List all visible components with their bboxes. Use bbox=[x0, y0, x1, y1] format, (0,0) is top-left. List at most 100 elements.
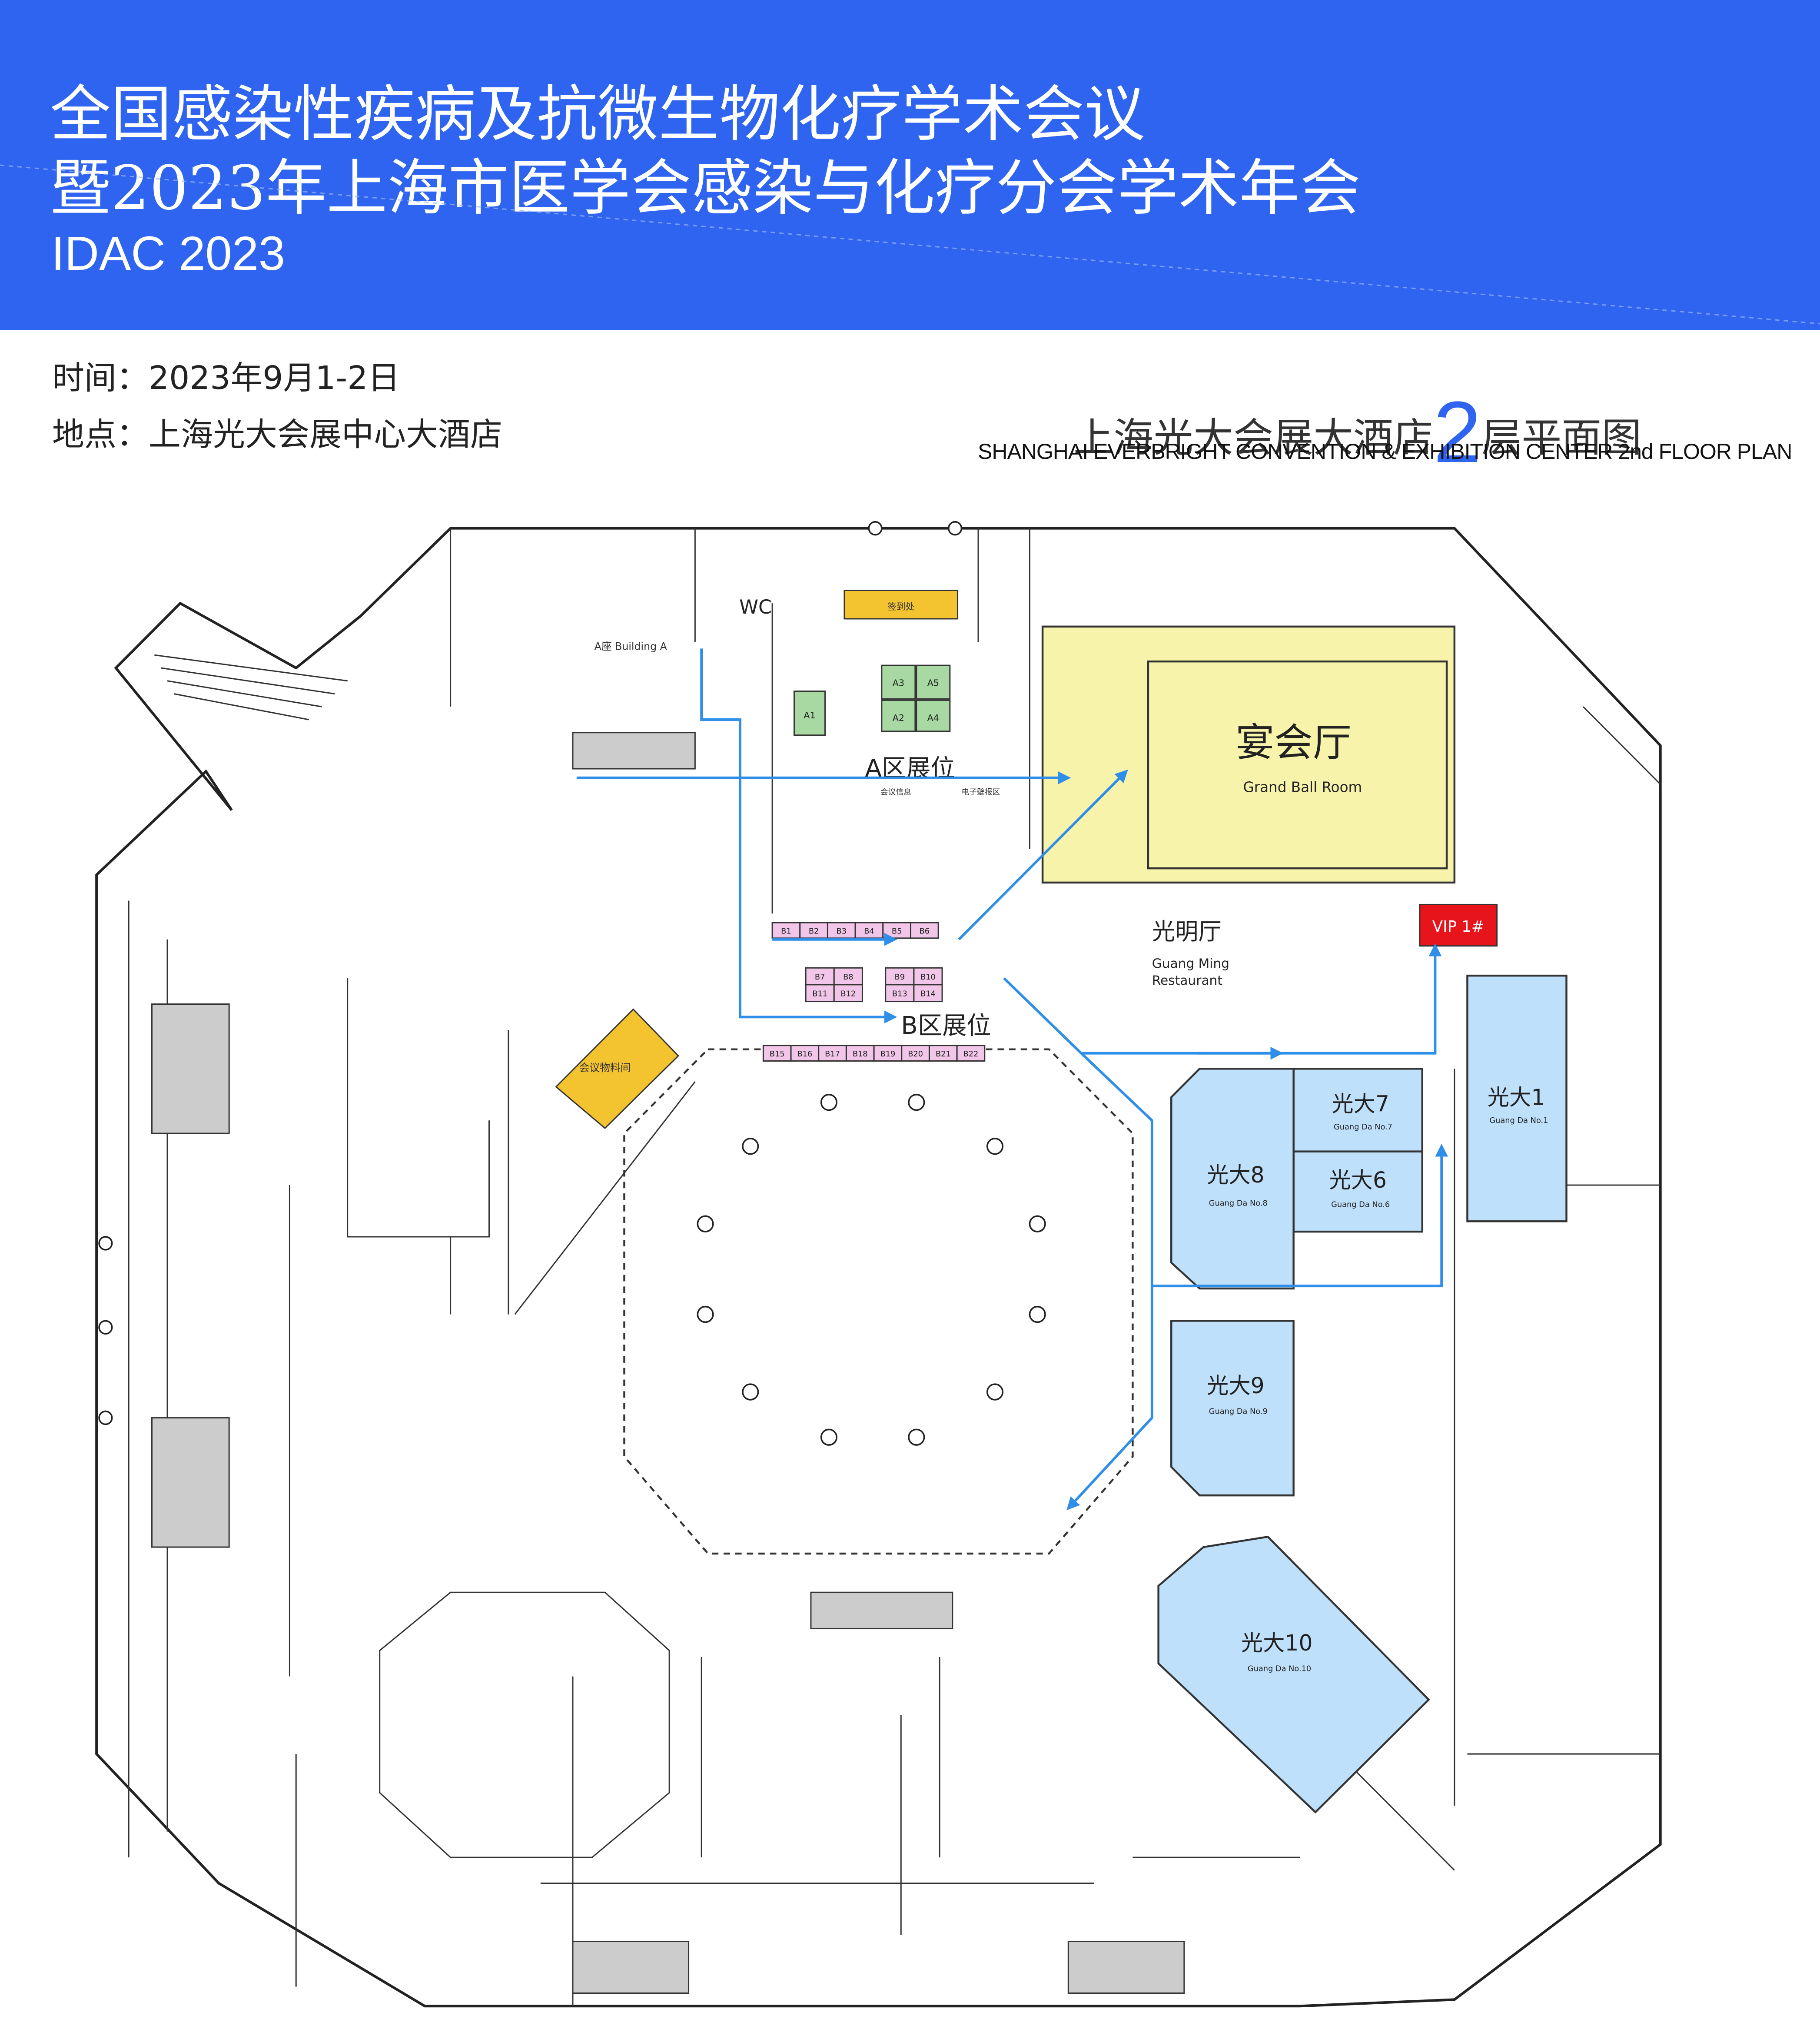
stair-block-south2 bbox=[1067, 1941, 1185, 1994]
booth-b22-label: B22 bbox=[963, 1049, 979, 1059]
structure-lines-west bbox=[128, 900, 696, 1987]
event-time: 时间：2023年9月1-2日 bbox=[52, 352, 400, 398]
column-circle bbox=[697, 1305, 714, 1323]
booth-b14 bbox=[913, 984, 943, 1003]
header-divider-line bbox=[0, 164, 1820, 325]
ballroom-label-en: Grand Ball Room bbox=[1243, 779, 1362, 796]
stair-block-west2 bbox=[151, 1417, 230, 1548]
storage-label: 会议物料间 bbox=[579, 1062, 631, 1074]
booth-b4 bbox=[854, 922, 884, 939]
column-circle bbox=[908, 1094, 925, 1111]
a-zone-sub-left: 会议信息 bbox=[880, 788, 911, 797]
gd6-label-cn: 光大6 bbox=[1329, 1167, 1387, 1193]
booth-a1 bbox=[793, 691, 826, 736]
stair-block-west bbox=[151, 1003, 230, 1134]
booth-b22 bbox=[956, 1045, 986, 1062]
stair-block-south1 bbox=[572, 1941, 690, 1994]
column-circle bbox=[98, 1320, 113, 1335]
vip-label: VIP 1# bbox=[1432, 918, 1485, 936]
material-storage-room bbox=[555, 1008, 679, 1129]
booth-b10-label: B10 bbox=[920, 973, 936, 982]
gd1-label-en: Guang Da No.1 bbox=[1489, 1116, 1548, 1125]
gd1-label-cn: 光大1 bbox=[1488, 1084, 1545, 1110]
building-outline bbox=[95, 527, 1662, 2008]
gd9-label-cn: 光大9 bbox=[1207, 1373, 1265, 1398]
structure-lines-east bbox=[1299, 706, 1661, 1871]
booth-b21-label: B21 bbox=[936, 1049, 951, 1059]
booth-b1-label: B1 bbox=[781, 926, 791, 936]
guangming-label-en1: Guang Ming bbox=[1152, 956, 1229, 971]
booth-b20-label: B20 bbox=[908, 1049, 923, 1059]
booth-b6-label: B6 bbox=[920, 926, 930, 936]
column-circle bbox=[986, 1138, 1004, 1155]
route-arrow-to-ballroom-diag bbox=[958, 769, 1128, 940]
route-arrow-south bbox=[1066, 1052, 1153, 1511]
time-label: 时间： bbox=[52, 359, 149, 397]
booth-b7-label: B7 bbox=[815, 973, 825, 982]
booth-b13 bbox=[885, 984, 915, 1003]
booth-b8-label: B8 bbox=[843, 973, 853, 982]
room-guangda-1 bbox=[1466, 974, 1568, 1222]
booth-b2-label: B2 bbox=[809, 926, 819, 936]
gd7-label-cn: 光大7 bbox=[1332, 1091, 1389, 1116]
column-circle bbox=[1029, 1305, 1046, 1323]
event-place: 地点：上海光大会展中心大酒店 bbox=[52, 408, 502, 455]
gd9-label-en: Guang Da No.9 bbox=[1209, 1407, 1268, 1416]
route-arrow-west-down bbox=[700, 648, 897, 1024]
signin-label: 签到处 bbox=[887, 601, 914, 612]
a-zone-sub-right: 电子壁报区 bbox=[961, 788, 1000, 797]
structure-lines-south bbox=[540, 1657, 1300, 2006]
gd6-label-en: Guang Da No.6 bbox=[1331, 1200, 1390, 1209]
floor-number: 2 bbox=[1433, 384, 1482, 481]
booth-b16-label: B16 bbox=[797, 1049, 812, 1059]
floor-plan-title: 上海光大会展大酒店2层平面图 bbox=[1073, 382, 1641, 482]
room-guangda-9 bbox=[1170, 1320, 1295, 1497]
escalator-south bbox=[810, 1591, 953, 1630]
conference-code: IDAC 2023 bbox=[51, 227, 286, 280]
booth-b15-label: B15 bbox=[770, 1049, 785, 1059]
booth-a4 bbox=[916, 699, 951, 732]
booth-b4-label: B4 bbox=[864, 926, 874, 936]
booth-b14-label: B14 bbox=[920, 990, 936, 999]
booth-b12-label: B12 bbox=[840, 990, 856, 999]
structure-lines-north bbox=[450, 528, 1455, 914]
place-label: 地点： bbox=[52, 416, 149, 453]
floor-plan-subtitle: SHANGHAI EVERBRIGHT CONVENTION & EXHIBIT… bbox=[978, 439, 1792, 464]
gd8-label-en: Guang Da No.8 bbox=[1209, 1199, 1268, 1208]
booth-b20 bbox=[901, 1045, 930, 1062]
booth-b10 bbox=[913, 967, 943, 986]
booth-b12 bbox=[833, 984, 863, 1003]
booth-b6 bbox=[910, 922, 939, 939]
booth-a3-label: A3 bbox=[893, 678, 904, 688]
column-circle bbox=[908, 1428, 925, 1446]
gd10-label-cn: 光大10 bbox=[1241, 1630, 1313, 1656]
time-value: 2023年9月1-2日 bbox=[149, 359, 400, 397]
column-circle bbox=[986, 1383, 1004, 1401]
booth-a2 bbox=[881, 699, 916, 732]
booth-a4-label: A4 bbox=[927, 713, 939, 723]
column-circle bbox=[820, 1428, 837, 1446]
booth-a2-label: A2 bbox=[893, 713, 904, 723]
escalator-north bbox=[572, 732, 696, 770]
atrium-octagon bbox=[623, 1048, 1134, 1555]
booth-b5-label: B5 bbox=[892, 926, 902, 936]
column-circle bbox=[742, 1383, 759, 1401]
booth-a3 bbox=[881, 664, 916, 700]
ballroom-label-cn: 宴会厅 bbox=[1235, 720, 1352, 765]
booth-b9-label: B9 bbox=[895, 973, 905, 982]
room-guangda-7 bbox=[1292, 1068, 1424, 1152]
booth-b19-label: B19 bbox=[880, 1049, 896, 1059]
gd10-label-en: Guang Da No.10 bbox=[1248, 1664, 1311, 1674]
signin-area bbox=[844, 590, 959, 620]
place-value: 上海光大会展中心大酒店 bbox=[149, 416, 502, 453]
column-circle bbox=[948, 521, 963, 536]
grand-ballroom-inner bbox=[1147, 660, 1448, 870]
room-guangda-8 bbox=[1170, 1068, 1295, 1290]
column-circle bbox=[1029, 1215, 1046, 1232]
gd7-label-en: Guang Da No.7 bbox=[1334, 1122, 1392, 1132]
guangming-label-cn: 光明厅 bbox=[1152, 918, 1222, 945]
